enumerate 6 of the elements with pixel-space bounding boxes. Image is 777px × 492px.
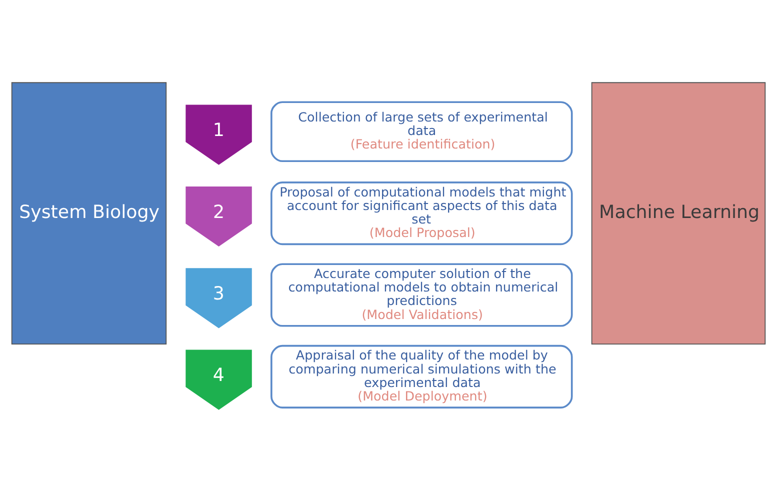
node-box: Appraisal of the quality of the model by comparing numerical simulations with the experimental data (Model Deployment) xyxy=(270,344,573,408)
node-box: Collection of large sets of experimental data (Feature identification) xyxy=(270,101,573,162)
node-box: Machine Learning xyxy=(591,82,766,344)
node-box: Proposal of computational models that might account for significant aspects of this data set (Model Proposal) xyxy=(270,182,573,246)
node-box: System Biology xyxy=(11,82,167,344)
node-box: Accurate computer solution of the computational models to obtain numerical predictions (Model Validations) xyxy=(270,263,573,327)
